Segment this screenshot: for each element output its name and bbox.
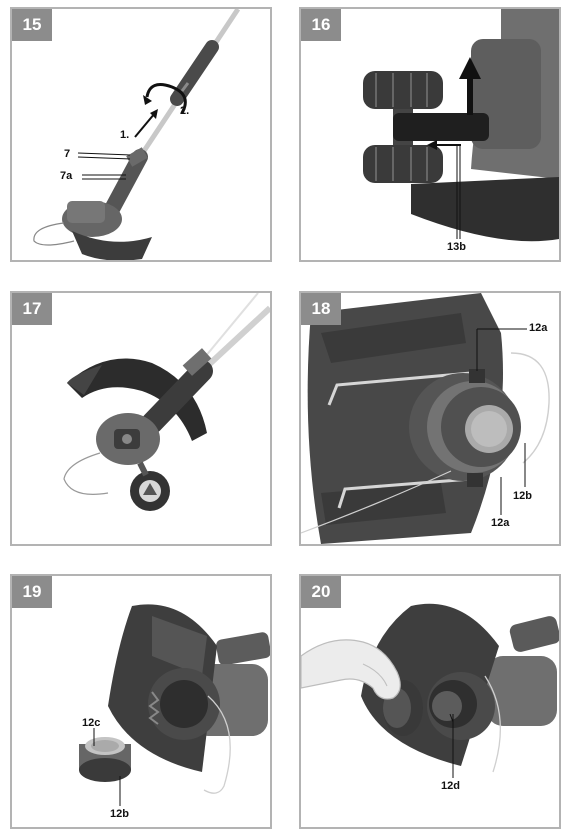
callout-12b: 12b — [513, 490, 532, 502]
figure-panel-15: 15 1. 2. 7 7a — [10, 7, 272, 262]
callout-12a-top: 12a — [529, 322, 548, 334]
trimmer-with-wheel-illustration — [63, 293, 270, 511]
figure-panel-16: 16 13b — [299, 7, 561, 262]
figure-panel-18: 18 12a 12b 12a — [299, 291, 561, 546]
figure-panel-20: 20 12d — [299, 574, 561, 829]
callout-7: 7 — [64, 148, 71, 160]
spool-removal-illustration — [79, 604, 270, 806]
callout-12c: 12c — [82, 717, 101, 729]
panel-number: 20 — [301, 576, 341, 608]
panel-number: 18 — [301, 293, 341, 325]
callout-13b: 13b — [447, 241, 466, 253]
wheel-attachment-illustration — [363, 9, 559, 242]
trimmer-shaft-illustration — [33, 9, 241, 260]
step-1-label: 1. — [120, 129, 130, 141]
panel-number: 16 — [301, 9, 341, 41]
spool-insertion-illustration — [301, 603, 559, 778]
panel-number: 15 — [12, 9, 52, 41]
panel-number: 19 — [12, 576, 52, 608]
callout-12d: 12d — [441, 780, 460, 792]
spool-cover-illustration — [301, 293, 550, 544]
figure-panel-19: 19 12c 12b — [10, 574, 272, 829]
step-2-label: 2. — [180, 105, 190, 117]
callout-12a-bottom: 12a — [491, 517, 510, 529]
figure-panel-17: 17 — [10, 291, 272, 546]
callout-7a: 7a — [60, 170, 73, 182]
panel-number: 17 — [12, 293, 52, 325]
callout-12b: 12b — [110, 808, 129, 820]
